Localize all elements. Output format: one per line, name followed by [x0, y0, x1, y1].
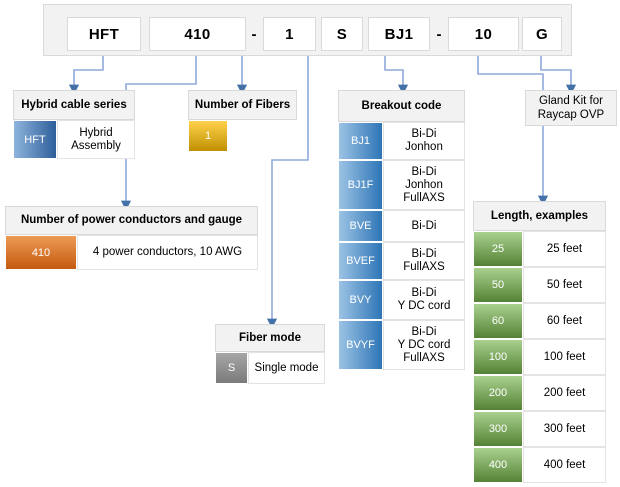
desc-cell: 400 feet — [523, 447, 606, 483]
code-cell: BJ1 — [338, 122, 383, 160]
table-row: S Single mode — [215, 352, 325, 384]
code-cell: BVE — [338, 210, 383, 242]
pn-segment-series[interactable]: HFT — [67, 17, 141, 51]
pn-separator-2: - — [436, 25, 442, 43]
pn-segment-length[interactable]: 10 — [448, 17, 519, 51]
desc-cell: 60 feet — [523, 303, 606, 339]
code-cell: BJ1F — [338, 160, 383, 210]
pn-segment-breakout[interactable]: BJ1 — [368, 17, 430, 51]
legend-hybrid-cable-series: Hybrid cable series HFT Hybrid Assembly — [13, 90, 135, 159]
code-cell: 100 — [473, 339, 523, 375]
code-cell: BVYF — [338, 320, 383, 370]
table-row: HFT Hybrid Assembly — [13, 120, 135, 159]
desc-cell: Single mode — [248, 352, 325, 384]
desc-cell: 300 feet — [523, 411, 606, 447]
desc-cell: 50 feet — [523, 267, 606, 303]
desc-cell: 200 feet — [523, 375, 606, 411]
desc-cell: Bi-Di — [383, 210, 465, 242]
desc-cell: 4 power conductors, 10 AWG — [77, 235, 258, 270]
code-cell: 300 — [473, 411, 523, 447]
desc-cell: 25 feet — [523, 231, 606, 267]
code-cell: BVY — [338, 280, 383, 320]
desc-cell: 100 feet — [523, 339, 606, 375]
table-row: 1 — [188, 120, 297, 152]
legend-title: Number of power conductors and gauge — [5, 206, 258, 235]
pn-segment-mode[interactable]: S — [321, 17, 363, 51]
desc-cell: Hybrid Assembly — [57, 120, 135, 159]
part-number-bar: HFT 410 - 1 S BJ1 - 10 G — [43, 4, 572, 56]
legend-gland-kit: Gland Kit for Raycap OVP — [525, 90, 617, 126]
legend-fiber-mode: Fiber mode S Single mode — [215, 324, 325, 384]
legend-number-of-fibers: Number of Fibers 1 — [188, 90, 297, 152]
code-cell: 60 — [473, 303, 523, 339]
legend-title: Length, examples — [473, 201, 606, 231]
code-cell: 1 — [188, 120, 228, 152]
code-cell: S — [215, 352, 248, 384]
legend-title: Breakout code — [338, 90, 465, 122]
code-cell: 25 — [473, 231, 523, 267]
legend-power-conductors: Number of power conductors and gauge 410… — [5, 206, 258, 270]
code-cell: 410 — [5, 235, 77, 270]
pn-segment-gland[interactable]: G — [522, 17, 562, 51]
code-cell: HFT — [13, 120, 57, 159]
code-cell: BVEF — [338, 242, 383, 280]
legend-title: Hybrid cable series — [13, 90, 135, 120]
pn-segment-power[interactable]: 410 — [149, 17, 246, 51]
legend-title: Fiber mode — [215, 324, 325, 352]
pn-segment-fibers[interactable]: 1 — [263, 17, 316, 51]
legend-title: Gland Kit for Raycap OVP — [537, 95, 605, 121]
legend-title: Number of Fibers — [188, 90, 297, 120]
pn-separator-1: - — [251, 25, 257, 43]
table-row: 410 4 power conductors, 10 AWG — [5, 235, 258, 270]
code-cell: 400 — [473, 447, 523, 483]
code-cell: 50 — [473, 267, 523, 303]
code-cell: 200 — [473, 375, 523, 411]
